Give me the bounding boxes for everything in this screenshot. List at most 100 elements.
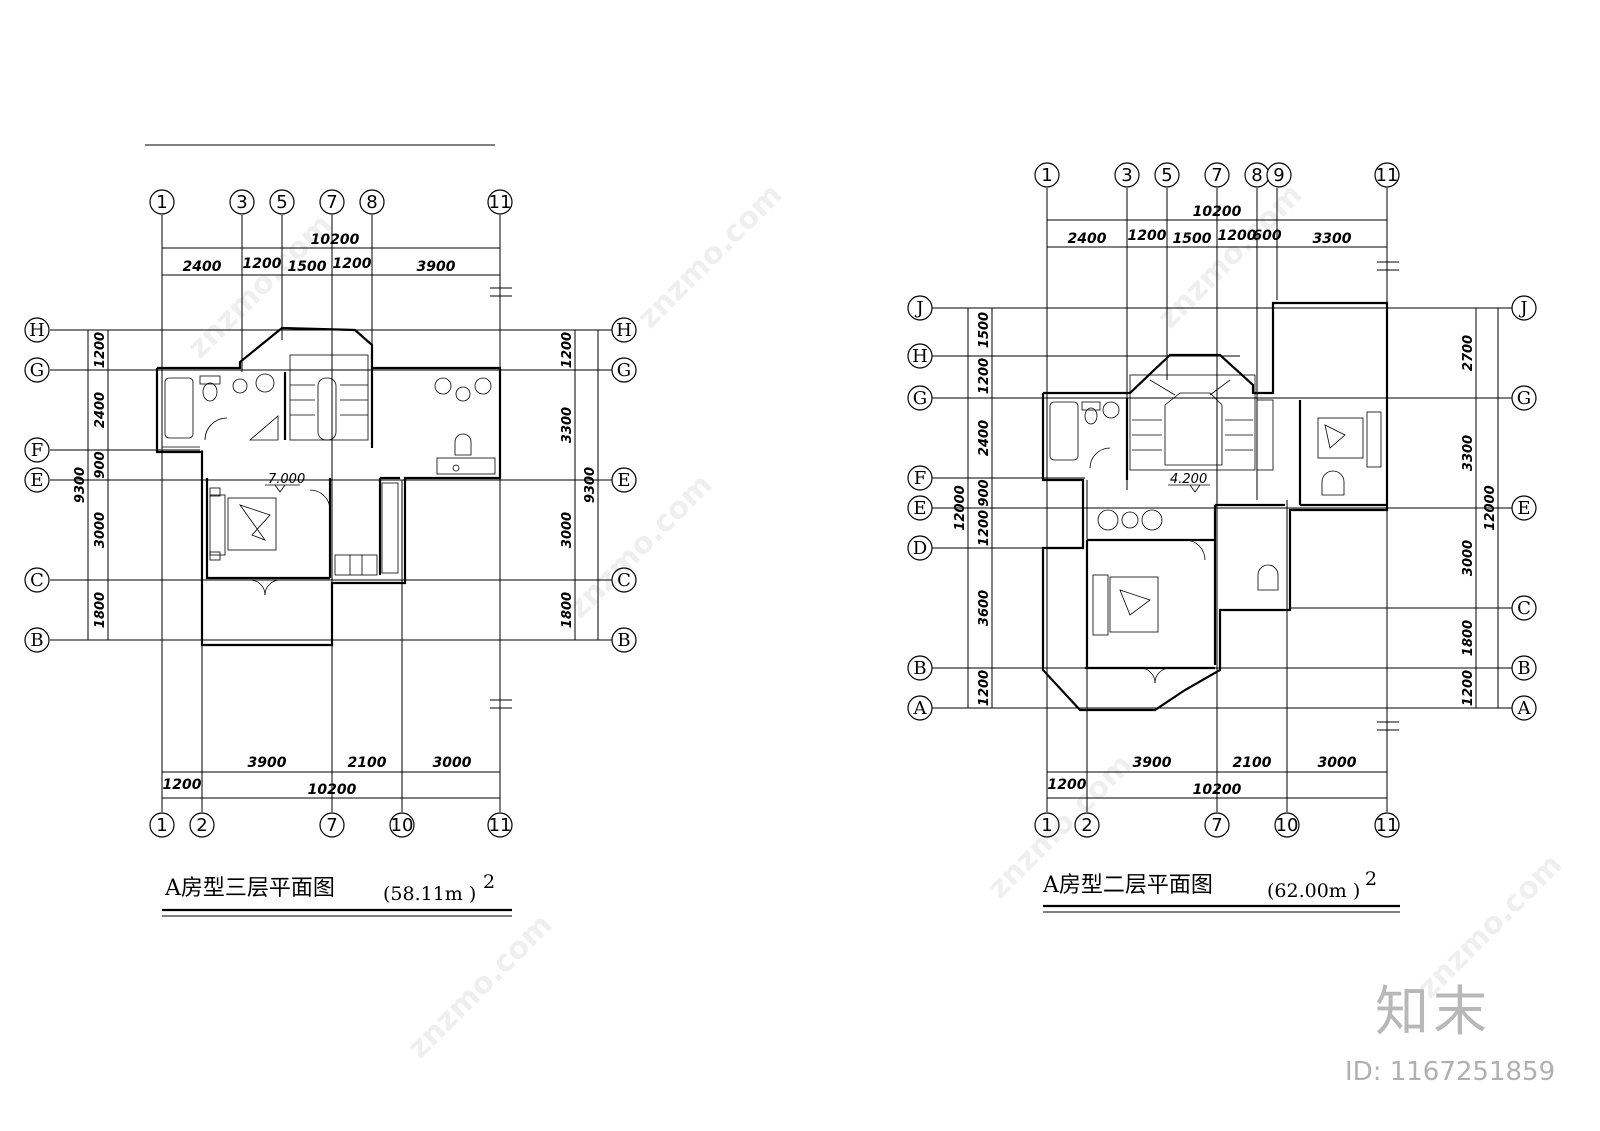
top-total-dim-left: 10200 [311,232,360,248]
svg-text:10: 10 [1276,815,1299,836]
left-dim: 1500 [977,312,992,348]
svg-text:znzmo.com: znzmo.com [181,207,340,366]
svg-text:8: 8 [366,192,377,213]
axis-bubble: 11 [1374,162,1400,188]
axis-bubble: F [24,437,50,463]
top-dim: 3900 [417,259,456,275]
axis-bubble: 10 [1274,812,1300,838]
svg-text:3: 3 [1121,165,1132,186]
watermark-layer: znzmo.com znzmo.com znzmo.com znzmo.com … [181,177,1570,1066]
svg-text:B: B [1517,658,1530,679]
left-dim: 1800 [93,592,108,628]
left-total-dim: 12000 [953,485,968,530]
right-total-dim: 9300 [583,467,598,503]
svg-text:9: 9 [1273,165,1284,186]
svg-text:5: 5 [276,192,287,213]
svg-text:E: E [1517,498,1530,519]
axis-bubble: 11 [487,189,513,215]
top-dim: 600 [1252,228,1281,244]
axis-bubble: 9 [1266,162,1292,188]
axis-bubble: 7 [1204,812,1230,838]
axis-bubble: B [24,627,50,653]
axis-bubble: E [611,467,637,493]
top-dim: 1500 [1173,231,1212,247]
axis-bubble: H [611,317,637,343]
axis-bubble: C [24,567,50,593]
svg-text:znzmo.com: znzmo.com [631,177,790,336]
plan-area-left: (58.11m ) [383,883,476,905]
plan-title-right: A房型二层平面图 [1042,873,1213,898]
plan-area-right: (62.00m ) [1267,880,1360,902]
axis-bubble: A [907,695,933,721]
svg-text:znzmo.com: znzmo.com [401,907,560,1066]
axis-bubble: B [611,627,637,653]
svg-text:J: J [914,298,923,319]
axis-bubble: D [907,535,933,561]
svg-text:A: A [1517,698,1532,719]
axis-bubble: 7 [319,189,345,215]
svg-text:3: 3 [236,192,247,213]
left-dim: 1200 [977,358,992,394]
axis-bubble: A [1511,695,1537,721]
svg-text:E: E [617,470,630,491]
svg-text:1: 1 [1041,165,1052,186]
right-floor-plan: 4.200 10200 2400 1200 1500 1200 600 3300… [907,162,1537,913]
svg-text:10: 10 [391,815,414,836]
bottom-dim: 1200 [1048,777,1087,793]
axis-bubble: 8 [359,189,385,215]
axis-bubble: E [907,495,933,521]
left-dim: 900 [977,479,992,506]
right-dim: 3000 [1461,540,1476,576]
top-dim: 1200 [243,256,282,272]
axis-bubble: 1 [1034,162,1060,188]
image-id: ID: 1167251859 [1345,1057,1555,1087]
axis-bubble: 2 [1074,812,1100,838]
axis-bubble: B [1511,655,1537,681]
bottom-dim: 3900 [248,755,287,771]
svg-text:H: H [912,346,928,367]
right-dim: 1800 [560,592,575,628]
axis-bubble: C [1511,595,1537,621]
right-dim: 1800 [1461,620,1476,656]
stairs-right [1129,374,1256,471]
axis-bubble: 11 [487,812,513,838]
svg-text:11: 11 [489,192,512,213]
left-dim: 1200 [93,332,108,368]
axis-bubble: H [24,317,50,343]
svg-text:7: 7 [1211,165,1222,186]
svg-text:B: B [30,630,43,651]
right-dim: 1200 [1461,670,1476,706]
top-dim: 1500 [288,259,327,275]
left-dim: 1200 [977,670,992,706]
svg-text:G: G [913,388,927,409]
axis-bubble: 5 [1154,162,1180,188]
top-total-dim-right: 10200 [1193,204,1242,220]
svg-text:C: C [30,570,44,591]
svg-text:7: 7 [1211,815,1222,836]
bottom-dim: 3000 [1318,755,1357,771]
right-dim: 3300 [560,407,575,443]
axis-bubble: 3 [229,189,255,215]
stairs-left [289,354,369,441]
svg-text:1: 1 [156,815,167,836]
svg-text:B: B [913,658,926,679]
axis-bubble: 3 [1114,162,1140,188]
right-dim: 2700 [1461,335,1476,371]
svg-text:11: 11 [1376,815,1399,836]
bottom-total-dim-right: 10200 [1193,782,1242,798]
axis-bubble: C [611,567,637,593]
svg-text:11: 11 [489,815,512,836]
svg-text:A: A [913,698,928,719]
left-dim: 2400 [977,420,992,456]
axis-bubble: 8 [1244,162,1270,188]
left-dim: 3600 [977,590,992,626]
left-dim: 1200 [977,510,992,546]
svg-text:E: E [913,498,926,519]
svg-text:8: 8 [1251,165,1262,186]
axis-bubble: B [907,655,933,681]
svg-text:G: G [30,360,44,381]
svg-text:F: F [31,440,44,461]
svg-text:C: C [617,570,631,591]
bottom-dim: 2100 [1233,755,1272,771]
